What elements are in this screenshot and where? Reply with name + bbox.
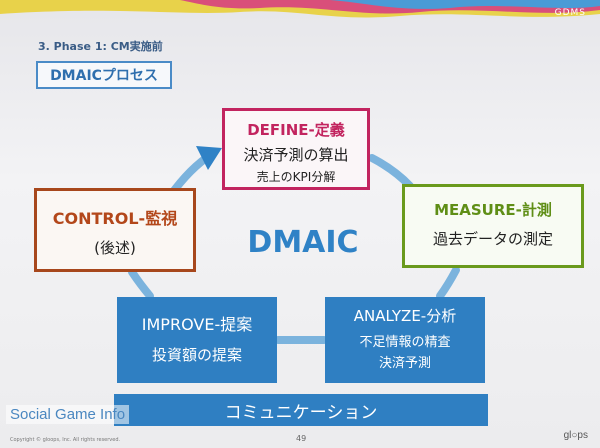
measure-box: MEASURE-計測 過去データの測定 [402,184,584,268]
dmaic-center-label: DMAIC [247,225,359,260]
footer-copyright: Copyright © gloops, Inc. All rights rese… [10,437,121,443]
cycle-arrow-measure-analyze [436,266,460,300]
phase-title: 3. Phase 1: CM実施前 [38,40,163,53]
analyze-box: ANALYZE-分析 不足情報の精査 決済予測 [325,297,485,383]
arrowhead-define [196,146,222,170]
define-box: DEFINE-定義 決済予測の算出 売上のKPI分解 [222,108,370,190]
top-wave-decoration [0,0,600,18]
improve-title: IMPROVE-提案 [141,315,253,334]
measure-line1: 過去データの測定 [432,230,553,248]
define-line2: 売上のKPI分解 [256,170,336,184]
gloops-logo: gl○ps [563,430,588,441]
define-line1: 決済予測の算出 [243,146,349,164]
control-line1: (後述) [94,239,136,257]
communication-bar: コミュニケーション [114,394,488,426]
page-number: 49 [296,434,307,443]
control-box: CONTROL-監視 (後述) [34,188,196,272]
process-label: DMAICプロセス [36,61,172,89]
control-title: CONTROL-監視 [52,209,178,228]
improve-box: IMPROVE-提案 投資額の提案 [117,297,277,383]
brand-top: GDMS [554,8,586,18]
watermark: Social Game Info [6,405,130,424]
analyze-title: ANALYZE-分析 [353,307,457,325]
measure-title: MEASURE-計測 [434,201,552,219]
analyze-line2: 決済予測 [378,356,431,371]
define-title: DEFINE-定義 [247,121,345,139]
cycle-arrow-define-measure [368,154,414,190]
analyze-line1: 不足情報の精査 [359,335,451,350]
improve-line1: 投資額の提案 [151,346,242,364]
cycle-arrow-improve-control [128,268,154,300]
